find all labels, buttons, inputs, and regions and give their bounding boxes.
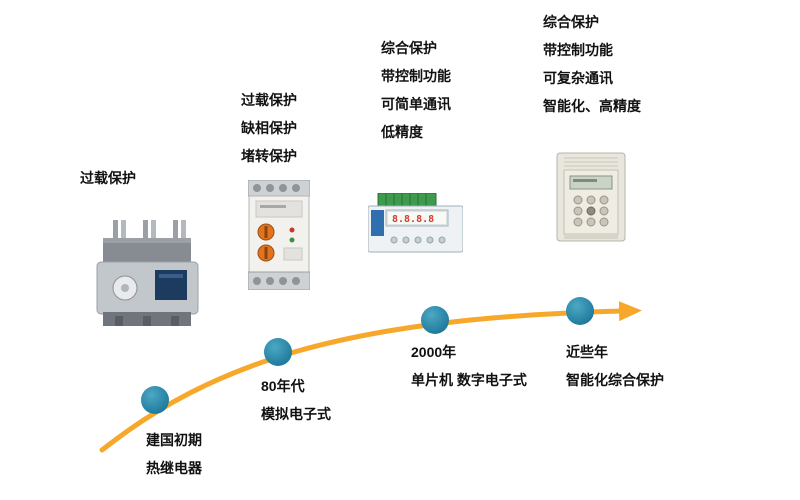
stage4-era: 近些年 智能化综合保护 — [566, 338, 664, 394]
timeline-node-2 — [264, 338, 292, 366]
analog-relay-photo — [248, 180, 310, 290]
timeline-node-1 — [141, 386, 169, 414]
timeline-node-3 — [421, 306, 449, 334]
feature-label: 综合保护 — [381, 40, 437, 56]
stage1-era: 建国初期 热继电器 — [146, 426, 202, 482]
era-label: 建国初期 — [146, 432, 202, 448]
timeline-curve — [99, 301, 642, 453]
timeline-node-4 — [566, 297, 594, 325]
feature-label: 综合保护 — [543, 14, 599, 30]
feature-label: 过载保护 — [80, 170, 136, 186]
feature-label: 智能化、高精度 — [543, 98, 641, 114]
era-label: 近些年 — [566, 344, 608, 360]
era-label: 热继电器 — [146, 460, 202, 476]
era-label: 2000年 — [411, 344, 457, 360]
era-label: 模拟电子式 — [261, 406, 331, 422]
stage2-features: 过载保护 缺相保护 堵转保护 — [241, 86, 297, 170]
digital-protector-photo: 8.8.8.8 — [368, 193, 463, 253]
feature-label: 可复杂通讯 — [543, 70, 613, 86]
feature-label: 过载保护 — [241, 92, 297, 108]
stage1-features: 过载保护 — [80, 164, 136, 192]
stage3-features: 综合保护 带控制功能 可简单通讯 低精度 — [381, 34, 451, 146]
smart-protector-image — [556, 152, 626, 242]
stage3-era: 2000年 单片机 数字电子式 — [411, 338, 527, 394]
analog-relay-image — [248, 180, 310, 290]
feature-label: 可简单通讯 — [381, 96, 451, 112]
digital-protector-image: 8.8.8.8 — [368, 193, 463, 253]
stage4-features: 综合保护 带控制功能 可复杂通讯 智能化、高精度 — [543, 8, 641, 120]
feature-label: 带控制功能 — [381, 68, 451, 84]
thermal-relay-image — [96, 220, 199, 326]
smart-protector-photo — [556, 152, 626, 242]
era-label: 单片机 数字电子式 — [411, 372, 527, 388]
feature-label: 缺相保护 — [241, 120, 297, 136]
feature-label: 低精度 — [381, 124, 423, 140]
svg-text:8.8.8.8: 8.8.8.8 — [392, 214, 434, 225]
stage2-era: 80年代 模拟电子式 — [261, 372, 331, 428]
era-label: 智能化综合保护 — [566, 372, 664, 388]
feature-label: 堵转保护 — [241, 148, 297, 164]
feature-label: 带控制功能 — [543, 42, 613, 58]
thermal-relay-photo — [95, 218, 200, 330]
era-label: 80年代 — [261, 378, 305, 394]
